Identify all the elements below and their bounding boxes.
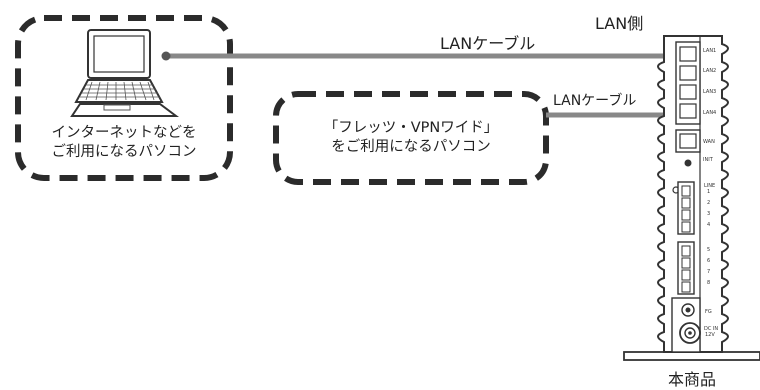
lan-cable-mid-label: LANケーブル [553, 93, 637, 109]
line-number-4: 4 [707, 222, 710, 228]
laptop-icon [70, 29, 179, 117]
pc-group-box [15, 15, 233, 181]
port-label-dc-in: DC IN [704, 326, 718, 332]
port-label-wan: WAN [703, 139, 715, 145]
port-label-dc-v: 12V [705, 332, 715, 338]
pc-group-label-line1: インターネットなどを [51, 125, 197, 141]
port-label-lan3: LAN3 [703, 89, 716, 95]
pc-group-label-line2: ご利用になるパソコン [51, 144, 197, 160]
line-number-3: 3 [707, 211, 710, 217]
vpn-group-label: 「フレッツ・VPNワイド」 をご利用になるパソコン [286, 119, 536, 157]
line-number-5: 5 [707, 247, 710, 253]
line-number-1: 1 [707, 189, 710, 195]
vpn-group-box [273, 91, 549, 185]
vpn-group-label-line2: をご利用になるパソコン [331, 139, 491, 155]
lan-cable-top-label: LANケーブル [440, 34, 536, 53]
port-label-line: LINE [704, 183, 715, 189]
pc-group-label: インターネットなどを ご利用になるパソコン [28, 124, 220, 162]
product-label: 本商品 [668, 370, 717, 389]
vpn-group-label-line1: 「フレッツ・VPNワイド」 [323, 120, 499, 136]
lan-side-label: LAN側 [595, 14, 644, 33]
port-label-fg: FG [705, 309, 712, 315]
lan-cable-1 [161, 51, 691, 61]
device-labels: LAN1 LAN2 LAN3 LAN4 WAN INIT LINE 1 2 3 … [703, 48, 718, 338]
line-number-7: 7 [707, 269, 710, 275]
router-icon [623, 35, 760, 361]
port-label-lan2: LAN2 [703, 68, 716, 74]
port-label-lan1: LAN1 [703, 48, 716, 54]
port-label-init: INIT [703, 157, 714, 163]
line-number-2: 2 [707, 200, 710, 206]
line-number-6: 6 [707, 258, 710, 264]
line-number-8: 8 [707, 280, 710, 286]
port-label-lan4: LAN4 [703, 110, 716, 116]
